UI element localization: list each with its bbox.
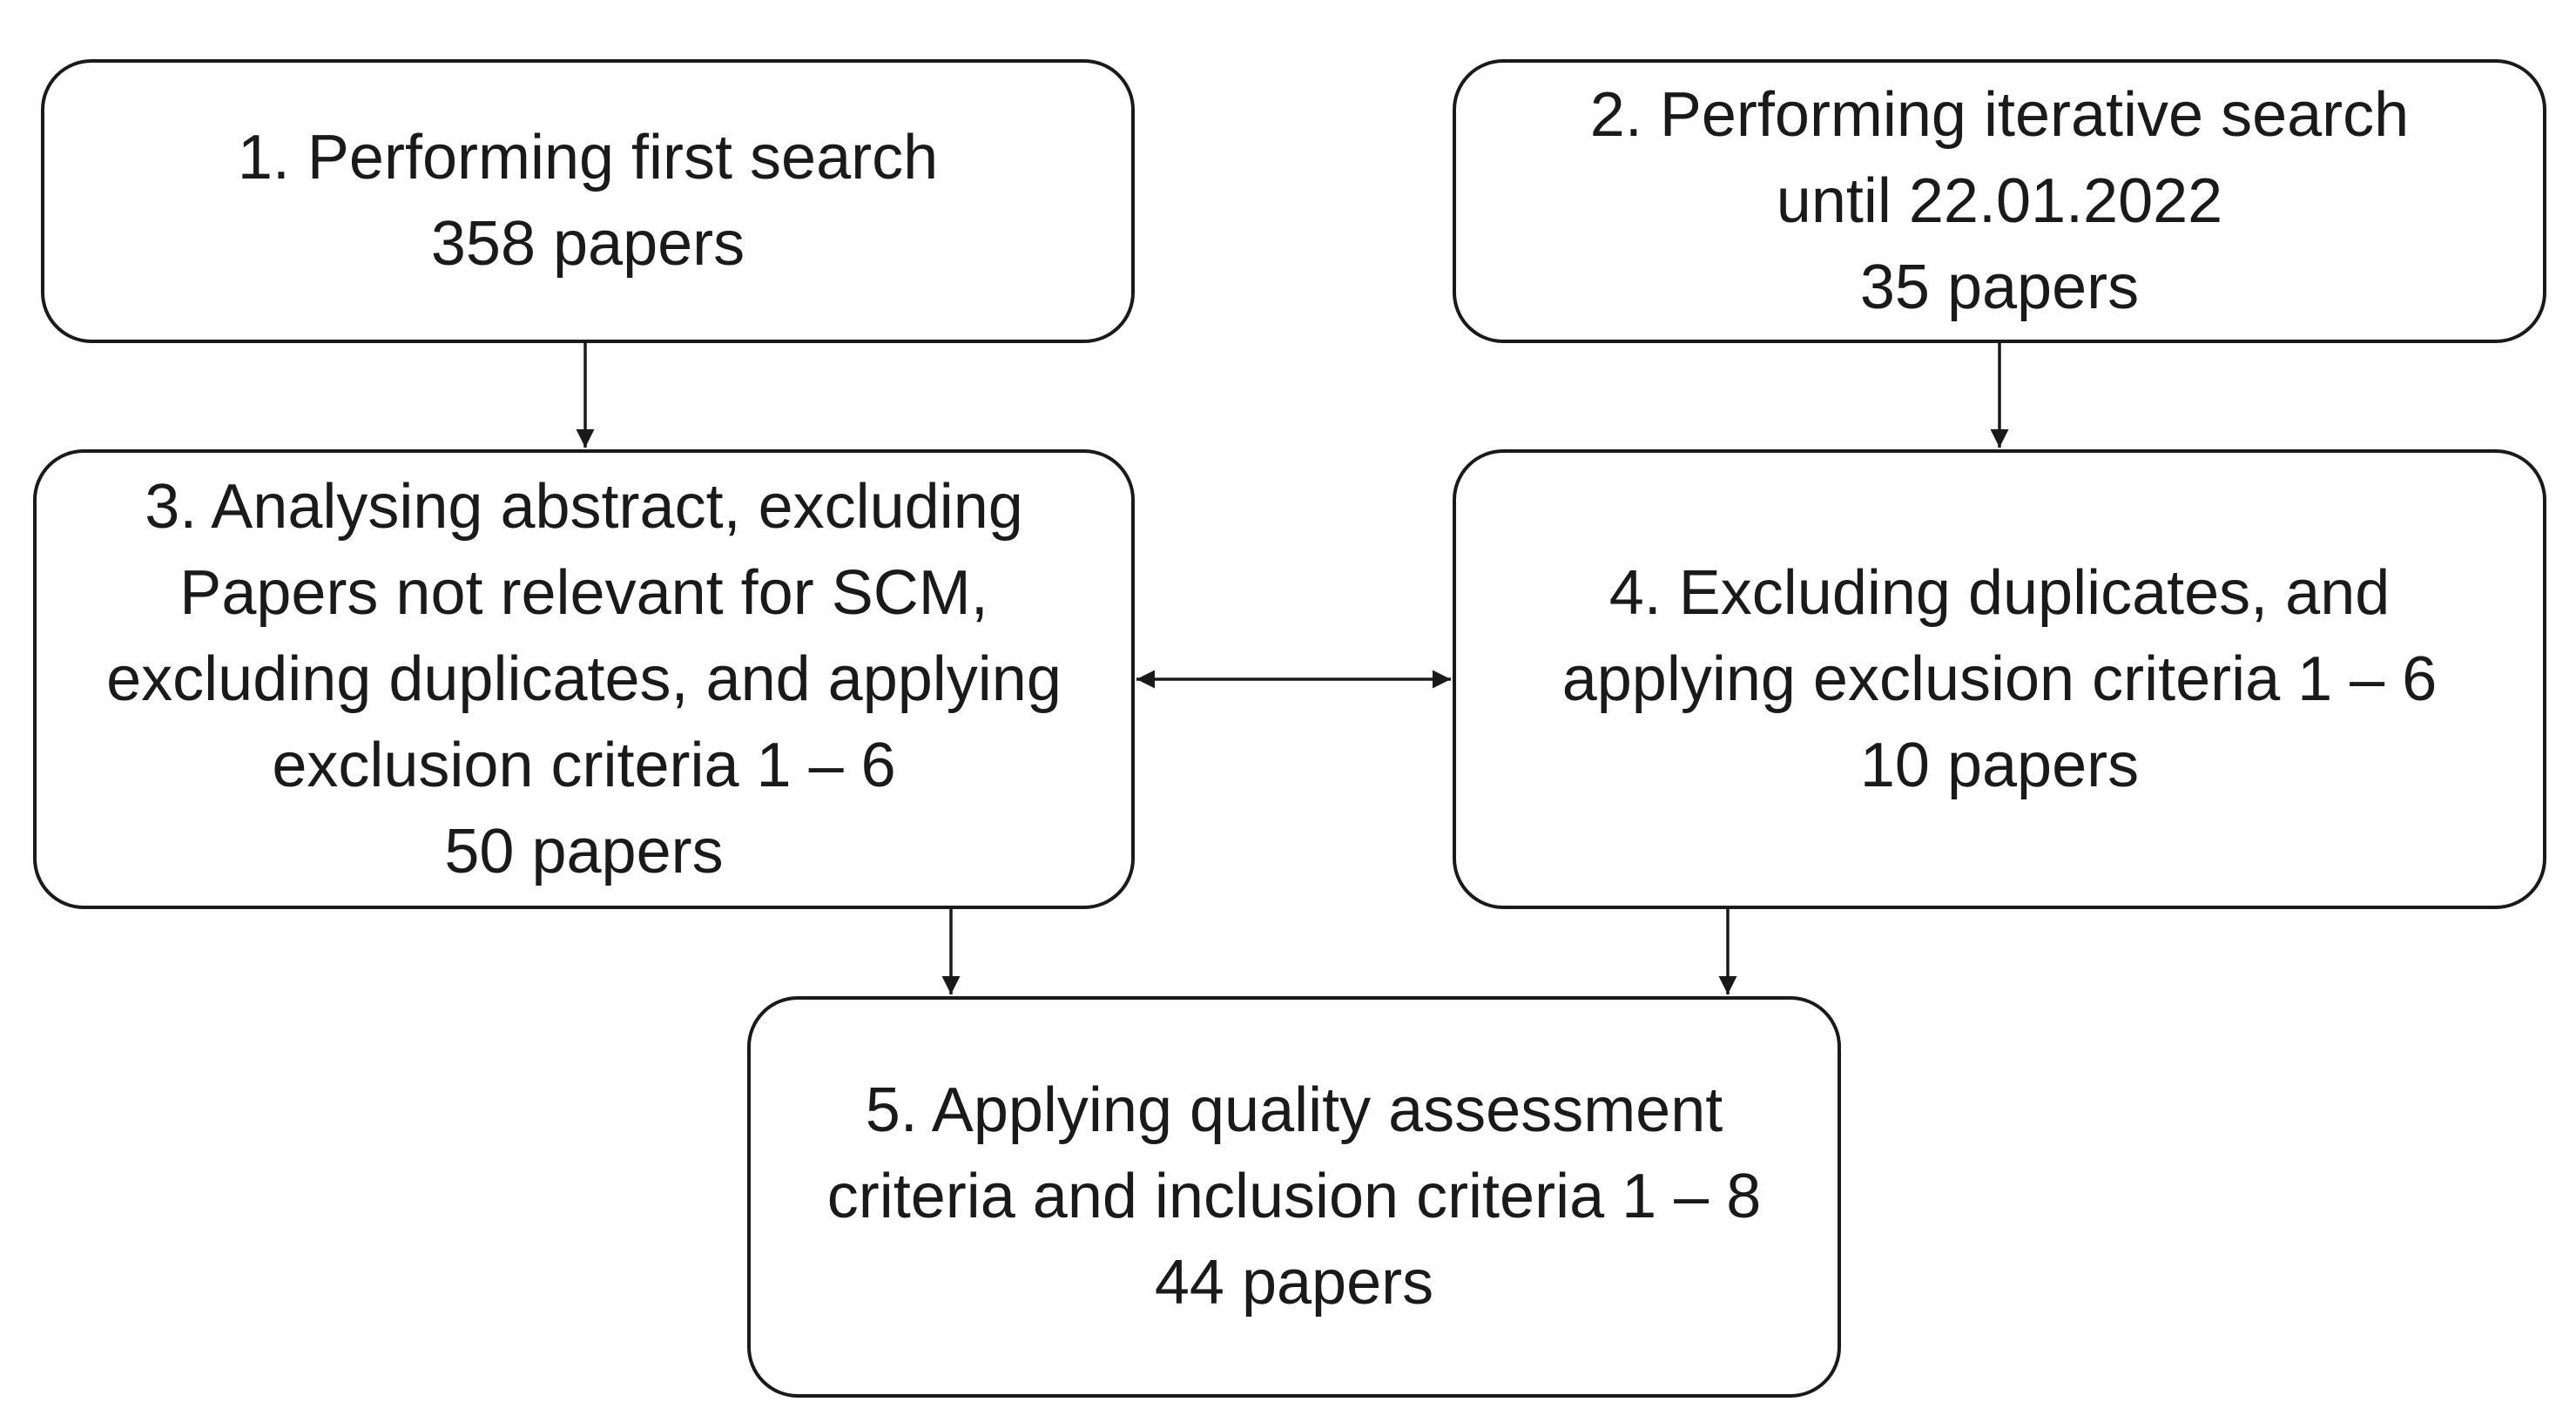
step-1-title: 1. Performing first search (237, 123, 939, 192)
step-4-line-2: applying exclusion criteria 1 – 6 (1561, 644, 2438, 714)
step-3-title: 3. Analysing abstract, excluding (145, 471, 1023, 542)
step-1-first-search-box: 1. Performing first search 358 papers (41, 59, 1135, 343)
step-2-iterative-search-box: 2. Performing iterative search until 22.… (1453, 59, 2546, 343)
step-5-count: 44 papers (1154, 1248, 1434, 1318)
step-3-line-3: excluding duplicates, and applying (106, 644, 1062, 714)
step-3-line-2: Papers not relevant for SCM, (179, 557, 988, 628)
step-1-count: 358 papers (430, 209, 745, 279)
step-2-count: 35 papers (1859, 252, 2140, 322)
step-3-abstract-analysis-box: 3. Analysing abstract, excluding Papers … (33, 449, 1135, 909)
step-3-count: 50 papers (444, 816, 724, 886)
step-4-count: 10 papers (1859, 730, 2140, 800)
step-5-title: 5. Applying quality assessment (865, 1075, 1723, 1145)
step-2-date: until 22.01.2022 (1776, 165, 2223, 236)
step-4-title: 4. Excluding duplicates, and (1608, 557, 2391, 628)
step-4-exclusion-box: 4. Excluding duplicates, and applying ex… (1453, 449, 2546, 909)
step-5-quality-assessment-box: 5. Applying quality assessment criteria … (747, 996, 1841, 1398)
step-5-line-2: criteria and inclusion criteria 1 – 8 (826, 1162, 1762, 1231)
step-2-title: 2. Performing iterative search (1589, 79, 2410, 150)
step-3-line-4: exclusion criteria 1 – 6 (272, 730, 896, 800)
